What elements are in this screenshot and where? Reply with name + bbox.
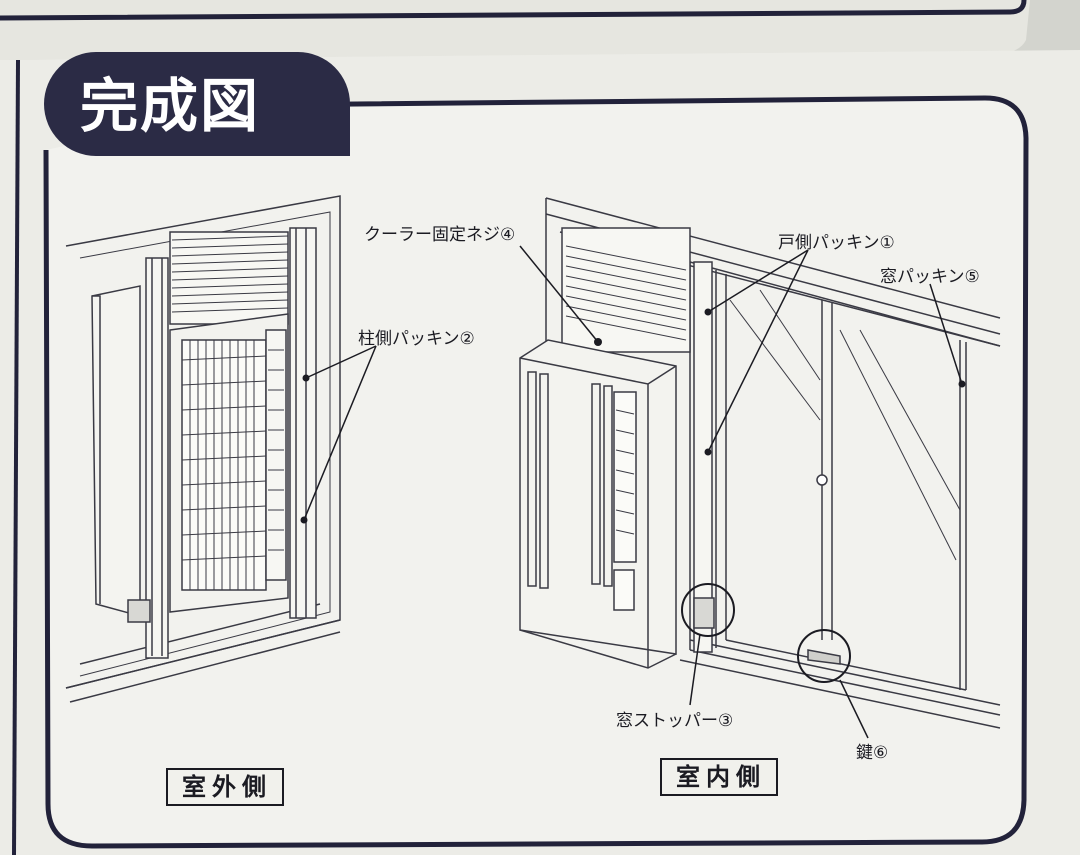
outdoor-side-label: 室外側 [166, 768, 284, 806]
window-stopper-label: 窓ストッパー③ [616, 711, 734, 731]
stopper-callout-circle [681, 583, 735, 637]
indoor-illustration [519, 197, 1001, 729]
indoor-side-label: 室内側 [660, 758, 778, 796]
title-tab [44, 52, 350, 156]
cooler-screw-label: クーラー固定ネジ④ [364, 225, 516, 245]
pillar-packing-leader [303, 345, 377, 521]
outdoor-illustration [65, 195, 341, 703]
lock-label: 鍵⑥ [856, 743, 889, 763]
pillar-packing-label: 柱側パッキン② [358, 329, 475, 349]
page-title: 完成図 [80, 72, 261, 140]
window-packing-label: 窓パッキン⑤ [880, 267, 980, 287]
door-packing-label: 戸側パッキン① [778, 233, 895, 253]
lock-callout-circle [797, 629, 851, 683]
indoor-leaders [519, 245, 963, 739]
